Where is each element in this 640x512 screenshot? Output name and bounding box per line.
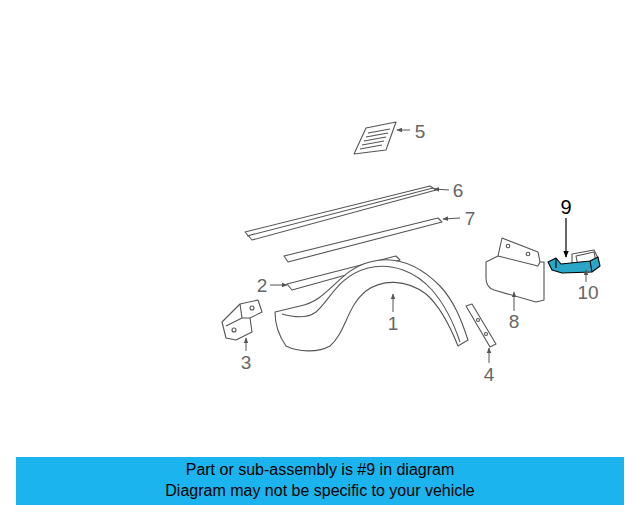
illustration-line — [222, 300, 262, 340]
illustration-line — [556, 258, 592, 272]
illustration-line — [498, 256, 540, 266]
illustration-line — [226, 304, 250, 326]
callout-number: 6 — [453, 181, 464, 200]
illustration-line — [246, 130, 586, 363]
banner-text: Part or sub-assembly is #9 in diagram — [16, 459, 624, 480]
callout-number: 10 — [577, 283, 598, 302]
callout-number: 5 — [415, 122, 426, 141]
illustration-line — [222, 122, 600, 351]
illustration-line — [514, 292, 515, 311]
illustration-line — [275, 260, 468, 351]
illustration-line — [485, 333, 488, 336]
illustration-line — [443, 218, 460, 219]
illustration-line — [282, 266, 460, 342]
callout-number: 1 — [388, 314, 399, 333]
illustration-line — [466, 304, 496, 347]
illustration-line — [360, 129, 390, 149]
info-banner: Part or sub-assembly is #9 in diagramDia… — [16, 457, 624, 505]
banner-text: Diagram may not be specific to your vehi… — [16, 480, 624, 501]
illustration-line — [526, 252, 530, 256]
callout-number: 4 — [484, 365, 495, 384]
illustration-line — [548, 257, 600, 273]
illustration-line — [434, 189, 449, 190]
illustration-line — [232, 328, 236, 332]
callout-number: 3 — [241, 353, 252, 372]
illustration-line — [506, 244, 510, 248]
illustration-line — [246, 338, 247, 351]
callout-number: 2 — [257, 276, 268, 295]
callout-number: 7 — [465, 209, 476, 228]
illustration-line — [477, 319, 480, 322]
illustration-line — [245, 186, 436, 240]
illustration-line — [586, 270, 587, 282]
callout-number: 9 — [560, 197, 571, 217]
illustration-line — [284, 218, 442, 262]
illustration-line — [489, 348, 490, 363]
illustration-line — [397, 130, 410, 131]
illustration-line — [393, 294, 394, 312]
callout-number: 8 — [509, 312, 520, 331]
illustration-line — [354, 122, 396, 154]
illustration-line — [270, 285, 287, 286]
illustration-line — [565, 218, 566, 257]
illustration-line — [486, 238, 544, 302]
illustration-line — [250, 306, 254, 310]
